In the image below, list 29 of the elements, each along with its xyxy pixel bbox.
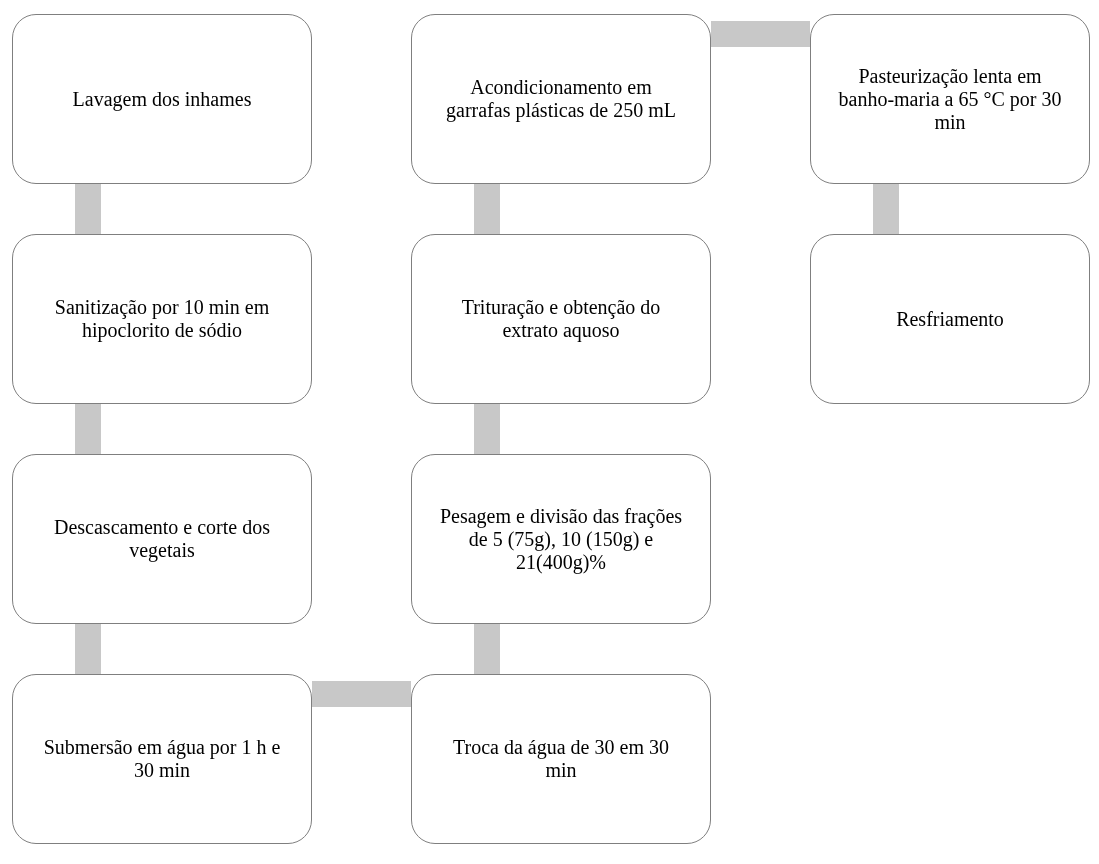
step-text: Pesagem e divisão das frações de 5 (75g), 10 (150g) e 21(400g)%: [438, 504, 684, 574]
process-box: [12, 234, 312, 404]
step-text: Sanitização por 10 min em hipoclorito de sódio: [53, 296, 271, 342]
process-box: [411, 14, 711, 184]
process-box: [411, 674, 711, 844]
connector-bar: [474, 624, 500, 674]
connector-bar: [75, 624, 101, 674]
process-box: [810, 14, 1090, 184]
step-text: Lavagem dos inhames: [72, 87, 252, 111]
connector-bar: [312, 681, 411, 707]
process-box: [12, 454, 312, 624]
connector-bar: [873, 184, 899, 234]
connector-bar: [474, 404, 500, 454]
connector-bar: [474, 184, 500, 234]
process-box: [411, 234, 711, 404]
step-text: Descascamento e corte dos vegetais: [53, 516, 271, 562]
step-text: Pasteurização lenta em banho-maria a 65 °C por 30 min: [837, 64, 1063, 134]
process-box: [12, 14, 312, 184]
process-box: [12, 674, 312, 844]
process-box: [411, 454, 711, 624]
connector-bar: [75, 404, 101, 454]
step-text: Trituração e obtenção do extrato aquoso: [460, 296, 662, 342]
process-box: [810, 234, 1090, 404]
step-text: Submersão em água por 1 h e 30 min: [42, 736, 282, 782]
step-text: Troca da água de 30 em 30 min: [452, 736, 670, 782]
connector-bar: [75, 184, 101, 234]
connector-bar: [711, 21, 810, 47]
step-text: Acondicionamento em garrafas plásticas de 250 mL: [445, 76, 677, 122]
step-text: Resfriamento: [896, 307, 1004, 331]
